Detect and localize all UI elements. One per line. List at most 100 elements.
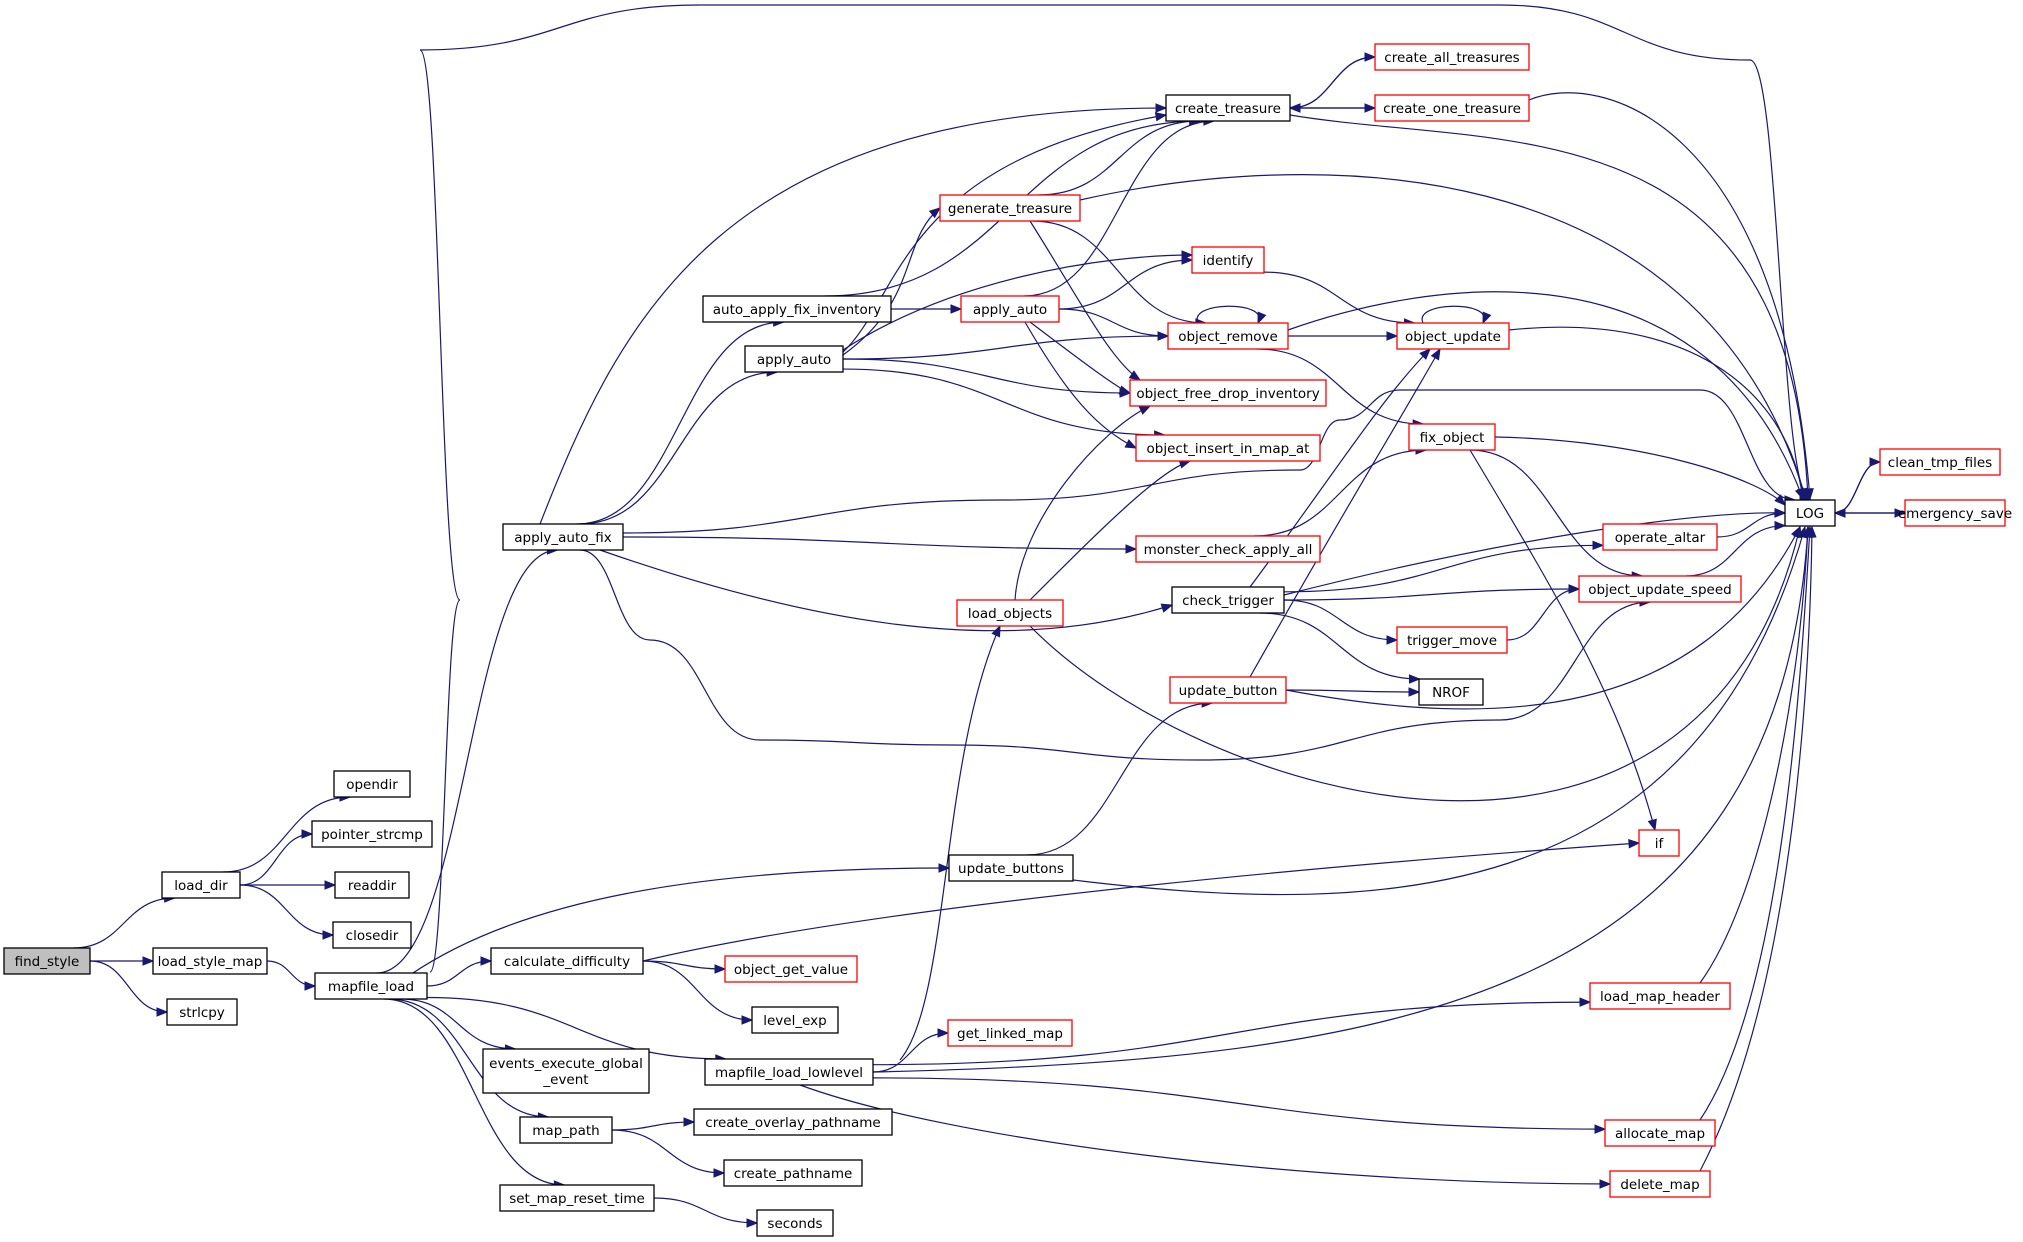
edge-check-trigger-to-NROF-arrowhead (1408, 674, 1421, 684)
edges-layer (73, 4, 1907, 1228)
edge-apply-auto-red-to-object-insert-in-map-at (1024, 321, 1138, 449)
node-load-dir[interactable]: load_dir (161, 871, 241, 899)
node-emergency-save[interactable]: emergency_save (1898, 499, 2012, 527)
node-create-one-treasure-label: create_one_treasure (1383, 101, 1521, 117)
edge-apply-auto-red-to-object-remove-arrowhead (1157, 331, 1170, 341)
node-create-pathname[interactable]: create_pathname (723, 1159, 863, 1187)
edge-load-objects-to-object-insert-in-map-at (1029, 459, 1192, 601)
node-operate-altar-box (1602, 523, 1718, 551)
edge-apply-auto-blk-to-generate-treasure-line (842, 207, 941, 356)
node-LOG[interactable]: LOG (1784, 499, 1836, 527)
node-create-overlay-pathname[interactable]: create_overlay_pathname (693, 1108, 893, 1136)
node-map-path[interactable]: map_path (519, 1116, 613, 1144)
node-identify[interactable]: identify (1191, 246, 1265, 274)
node-pointer-strcmp[interactable]: pointer_strcmp (311, 820, 433, 848)
node-load-map-header-label: load_map_header (1600, 989, 1720, 1005)
node-events-execute-global-event[interactable]: events_execute_global_event (482, 1048, 650, 1094)
node-fix-object[interactable]: fix_object (1408, 423, 1496, 451)
node-level-exp[interactable]: level_exp (751, 1006, 839, 1034)
node-get-linked-map[interactable]: get_linked_map (947, 1019, 1073, 1047)
edge-load-map-header-to-LOG-line (1699, 526, 1809, 984)
edge-mapfile-load-lowlevel-to-allocate-map-arrowhead (1594, 1124, 1607, 1134)
edge-apply-auto-blk-to-object-remove (842, 331, 1170, 360)
edge-check-trigger-to-operate-altar-arrowhead (1592, 540, 1605, 551)
node-operate-altar[interactable]: operate_altar (1602, 523, 1718, 551)
node-fix-object-label: fix_object (1420, 430, 1485, 446)
edge-apply-auto-fix-to-monster-check-apply-all (622, 536, 1138, 554)
node-NROF[interactable]: NROF (1418, 678, 1484, 706)
node-auto-apply-fix-inventory-label: auto_apply_fix_inventory (713, 302, 882, 318)
edge-generate-treasure-to-object-free-drop-inventory (1029, 220, 1142, 381)
node-apply-auto-fix[interactable]: apply_auto_fix (502, 523, 624, 551)
node-closedir[interactable]: closedir (332, 921, 412, 949)
edge-load-objects-to-object-free-drop-inventory-line (1014, 405, 1151, 601)
edge-create-one-treasure-to-LOG (1528, 92, 1814, 501)
node-strlcpy[interactable]: strlcpy (166, 998, 238, 1026)
node-load-objects[interactable]: load_objects (956, 599, 1064, 627)
node-readdir[interactable]: readdir (334, 871, 410, 899)
edge-mapfile-load-to-apply-auto-fix (376, 545, 559, 974)
node-update-button[interactable]: update_button (1169, 676, 1287, 704)
node-create-treasure[interactable]: create_treasure (1165, 94, 1291, 122)
edge-operate-altar-to-LOG (1716, 508, 1787, 538)
node-generate-treasure[interactable]: generate_treasure (939, 194, 1081, 222)
edge-map-path-to-create-pathname (611, 1129, 726, 1178)
node-if-label: if (1655, 836, 1665, 852)
edge-set-map-reset-time-to-seconds-line (653, 1197, 758, 1224)
node-object-update-box (1396, 322, 1510, 350)
node-mapfile-load-lowlevel[interactable]: mapfile_load_lowlevel (704, 1058, 874, 1086)
node-load-style-map-label: load_style_map (158, 954, 263, 970)
node-find-style[interactable]: find_style (3, 947, 91, 975)
node-set-map-reset-time-label: set_map_reset_time (509, 1191, 645, 1207)
edge-mapfile-load-to-set-map-reset-time-line (383, 998, 565, 1186)
node-LOG-label: LOG (1796, 506, 1824, 522)
edge-load-objects-to-object-free-drop-inventory-arrowhead (1138, 405, 1152, 415)
node-get-linked-map-label: get_linked_map (957, 1026, 1063, 1042)
node-object-update-speed[interactable]: object_update_speed (1578, 575, 1742, 603)
edge-update-buttons-to-update-button (1026, 698, 1214, 856)
node-object-remove[interactable]: object_remove (1167, 322, 1289, 350)
edge-load-dir-to-pointer-strcmp (239, 829, 314, 886)
edge-object-update-speed-to-LOG-line (1685, 525, 1786, 577)
node-clean-tmp-files[interactable]: clean_tmp_files (1879, 448, 2001, 476)
node-create-all-treasures[interactable]: create_all_treasures (1374, 43, 1530, 71)
edge-calculate-difficulty-to-if-arrowhead (1628, 839, 1641, 849)
edge-clean-tmp-files-to-LOG (1833, 461, 1881, 518)
node-create-pathname-box (723, 1159, 863, 1187)
node-load-objects-label: load_objects (968, 606, 1052, 622)
node-apply-auto-red[interactable]: apply_auto (960, 295, 1060, 323)
edge-calculate-difficulty-to-object-get-value-arrowhead (714, 964, 727, 974)
node-object-get-value[interactable]: object_get_value (724, 955, 858, 983)
edge-load-dir-to-pointer-strcmp-arrowhead (301, 829, 314, 839)
node-apply-auto-blk[interactable]: apply_auto (744, 345, 844, 373)
node-auto-apply-fix-inventory[interactable]: auto_apply_fix_inventory (702, 295, 892, 323)
node-create-one-treasure[interactable]: create_one_treasure (1374, 94, 1530, 122)
edge-apply-auto-blk-to-object-free-drop-inventory-line (842, 358, 1131, 394)
edge-apply-auto-blk-to-identify-line (842, 254, 1193, 351)
node-calculate-difficulty[interactable]: calculate_difficulty (490, 947, 644, 975)
node-load-map-header[interactable]: load_map_header (1589, 982, 1731, 1010)
edge-update-button-to-LOG-line (1285, 526, 1801, 710)
node-object-insert-in-map-at[interactable]: object_insert_in_map_at (1135, 434, 1321, 462)
node-delete-map[interactable]: delete_map (1609, 1170, 1711, 1198)
node-object-update[interactable]: object_update (1396, 322, 1510, 350)
node-mapfile-load[interactable]: mapfile_load (314, 972, 428, 1000)
node-readdir-label: readdir (348, 878, 397, 894)
node-monster-check-apply-all[interactable]: monster_check_apply_all (1135, 535, 1321, 563)
node-update-buttons[interactable]: update_buttons (948, 854, 1074, 882)
node-object-free-drop-inventory[interactable]: object_free_drop_inventory (1129, 379, 1327, 407)
node-trigger-move[interactable]: trigger_move (1396, 626, 1508, 654)
node-set-map-reset-time[interactable]: set_map_reset_time (499, 1184, 655, 1212)
edge-load-dir-to-readdir (239, 880, 337, 890)
node-check-trigger-box (1171, 586, 1285, 614)
edge-check-trigger-to-LOG-line (1283, 512, 1786, 596)
node-NROF-box (1418, 678, 1484, 706)
node-check-trigger[interactable]: check_trigger (1171, 586, 1285, 614)
node-load-style-map-box (152, 947, 268, 975)
node-if[interactable]: if (1638, 829, 1680, 857)
node-load-style-map[interactable]: load_style_map (152, 947, 268, 975)
node-opendir[interactable]: opendir (333, 770, 411, 798)
node-seconds[interactable]: seconds (756, 1209, 834, 1237)
node-allocate-map[interactable]: allocate_map (1604, 1119, 1716, 1147)
node-find-style-label: find_style (15, 954, 80, 970)
